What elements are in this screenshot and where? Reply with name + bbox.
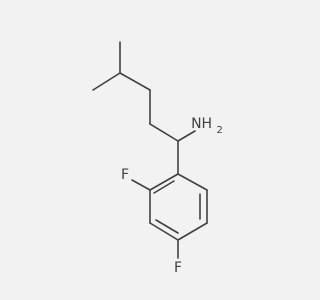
- fluorine-bottom-label: F: [174, 260, 182, 276]
- ring-bond-top-left: [149, 173, 179, 191]
- ring-double-bottom-left: [155, 219, 179, 234]
- amine-text: NH: [191, 116, 212, 132]
- bond-chain-1: [119, 72, 151, 91]
- ring-double-top-left: [153, 180, 175, 194]
- bond-fluorine-top: [131, 179, 151, 191]
- ring-bond-top-right: [177, 173, 208, 191]
- ring-bond-bottom-left: [149, 222, 179, 241]
- amine-label: NH 2: [191, 116, 223, 136]
- bond-chain-3: [149, 123, 179, 142]
- ring-bond-bottom-right: [177, 222, 208, 241]
- bond-methyl-left: [92, 72, 121, 91]
- fluorine-top-label: F: [121, 167, 129, 183]
- bond-to-amine: [177, 130, 196, 142]
- amine-hydrogen-count: 2: [217, 125, 223, 136]
- molecule-diagram: NH 2 F F: [92, 41, 223, 276]
